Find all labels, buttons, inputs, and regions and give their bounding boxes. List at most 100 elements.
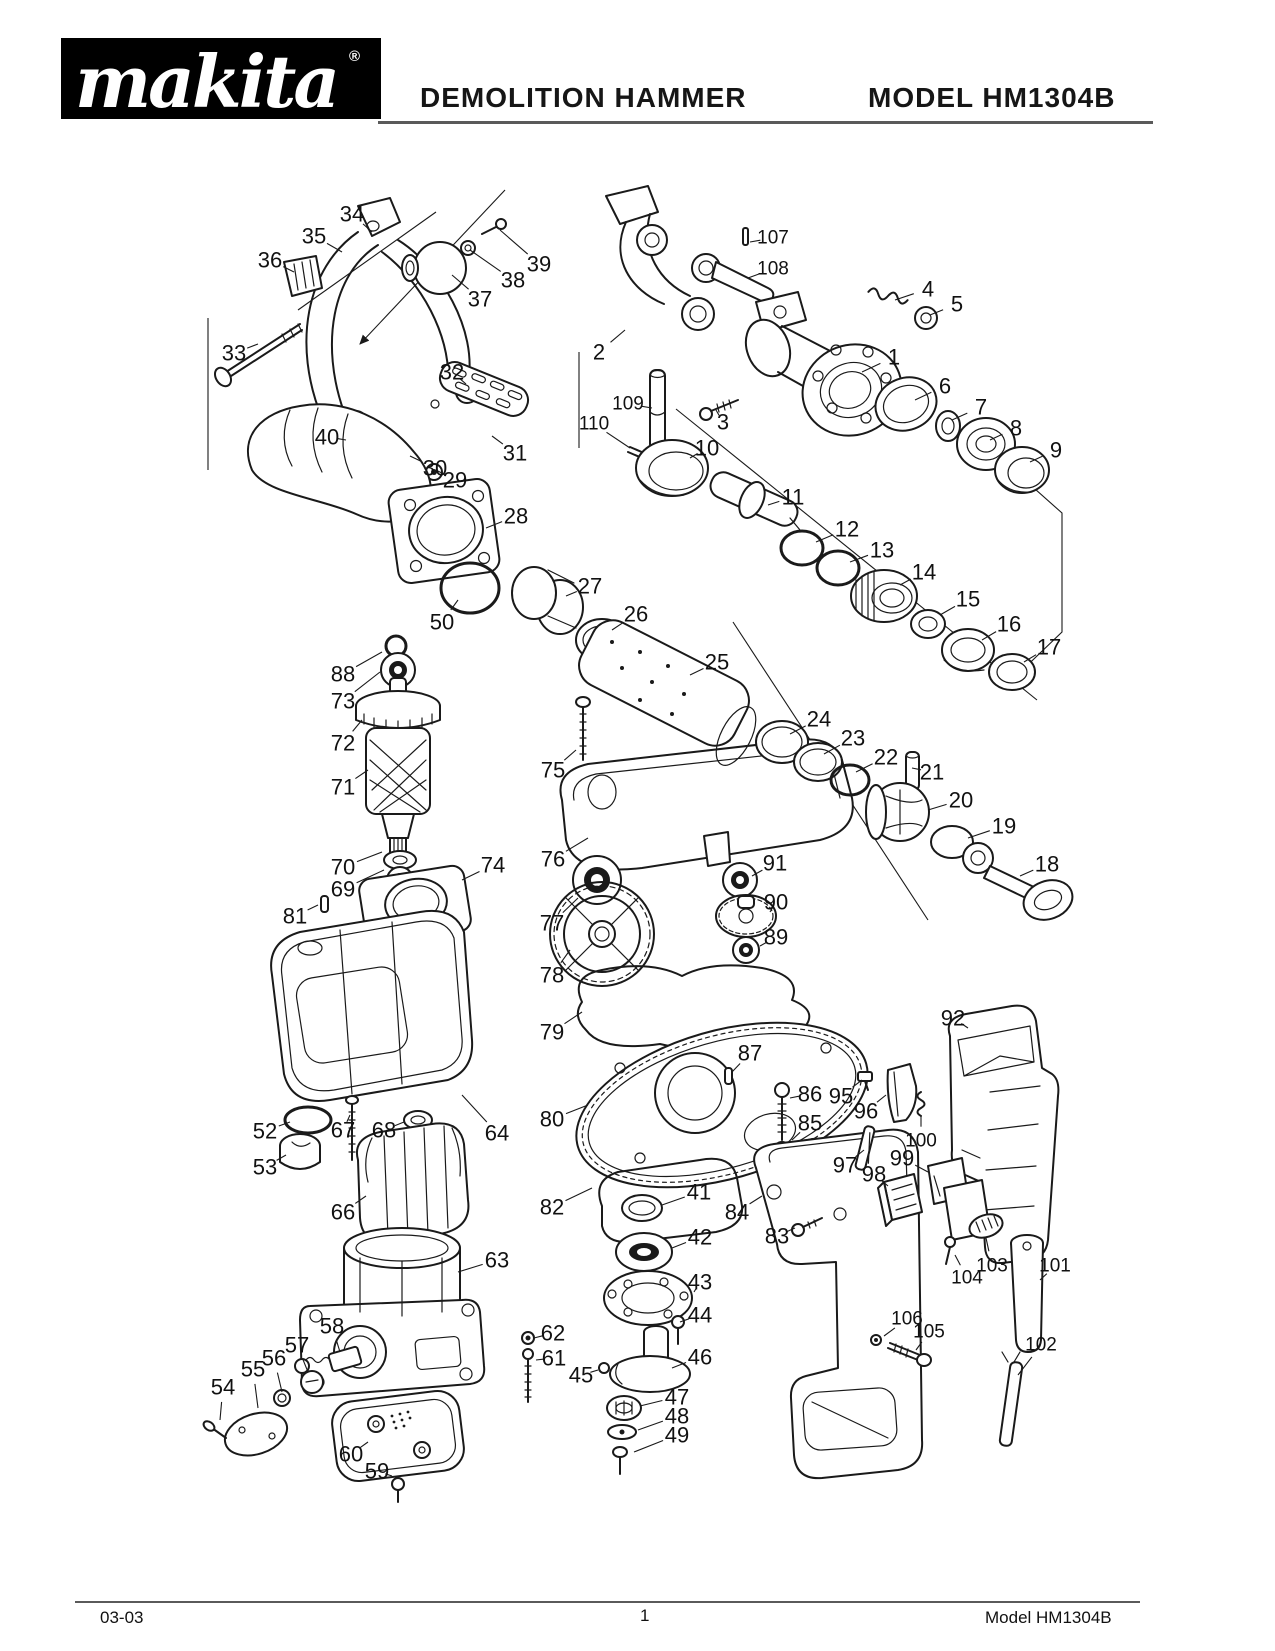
makita-logo: makita ® [61, 38, 381, 119]
part-label-101: 101 [1039, 1256, 1071, 1277]
part-108-link [691, 253, 775, 305]
part-33-bolt [213, 323, 303, 388]
leader-line-101 [1039, 1273, 1048, 1281]
part-label-81: 81 [283, 904, 307, 929]
part-label-62: 62 [541, 1321, 565, 1346]
part-label-15: 15 [956, 587, 980, 612]
leader-line-77 [562, 897, 579, 913]
part-label-9: 9 [1050, 438, 1062, 463]
leader-line-7 [951, 412, 968, 421]
part-62-washer [521, 1331, 535, 1345]
part-label-2: 2 [593, 340, 605, 365]
part-75-screw [575, 696, 591, 761]
part-label-102: 102 [1025, 1335, 1057, 1356]
leader-line-39 [499, 229, 529, 255]
part-label-13: 13 [870, 538, 894, 563]
part-label-3: 3 [717, 410, 729, 435]
part-label-36: 36 [258, 248, 282, 273]
part-label-46: 46 [688, 1345, 712, 1370]
part-label-44: 44 [688, 1303, 712, 1328]
leader-line-110 [606, 431, 631, 449]
part-label-95: 95 [829, 1084, 853, 1109]
leader-line-60 [360, 1441, 369, 1448]
part-label-110: 110 [579, 414, 609, 435]
part-label-69: 69 [331, 877, 355, 902]
part-45-pin [598, 1362, 610, 1374]
leader-line-42 [671, 1241, 687, 1249]
leader-line-63 [457, 1263, 483, 1273]
part-71-armature [365, 727, 431, 855]
leader-line-25 [689, 668, 704, 676]
makita-logo-text: makita [75, 39, 340, 124]
leader-line-37 [451, 274, 469, 290]
leader-line-45 [590, 1369, 599, 1373]
leader-line-102 [1017, 1356, 1033, 1376]
part-46-crank-shaft [609, 1325, 691, 1393]
part-31-grip [430, 361, 530, 417]
part-43-flange [603, 1270, 693, 1326]
leader-line-8 [989, 433, 1003, 441]
part-label-22: 22 [874, 745, 898, 770]
leader-line-84 [749, 1195, 763, 1205]
part-label-49: 49 [665, 1423, 689, 1448]
leader-line-89 [759, 941, 768, 947]
part-label-26: 26 [624, 602, 648, 627]
part-label-84: 84 [725, 1200, 749, 1225]
part-label-109: 109 [612, 394, 644, 415]
part-label-16: 16 [997, 612, 1021, 637]
leader-line-20 [927, 803, 947, 811]
part-53-brush-cap [279, 1133, 321, 1170]
part-label-34: 34 [340, 202, 364, 227]
part-2-change-lever [605, 185, 715, 331]
part-label-66: 66 [331, 1200, 355, 1225]
page-title: DEMOLITION HAMMER [420, 82, 747, 113]
part-label-19: 19 [992, 814, 1016, 839]
part-label-91: 91 [763, 851, 787, 876]
leader-line-58 [335, 1340, 341, 1353]
leader-line-82 [565, 1187, 593, 1202]
part-label-35: 35 [302, 224, 326, 249]
part-64-motor-housing [270, 910, 474, 1102]
leader-line-61 [535, 1358, 545, 1361]
part-label-24: 24 [807, 707, 831, 732]
part-48-washer [607, 1424, 637, 1440]
part-label-106: 106 [891, 1309, 923, 1330]
part-label-41: 41 [687, 1180, 711, 1205]
part-label-97: 97 [833, 1153, 857, 1178]
leader-line-72 [352, 719, 363, 732]
part-13-o-ring [815, 549, 861, 587]
part-52-o-ring [283, 1105, 333, 1135]
leader-line-16 [981, 631, 997, 641]
leader-line-12 [815, 534, 834, 543]
part-label-82: 82 [540, 1195, 564, 1220]
part-10-ring [635, 439, 709, 497]
part-label-32: 32 [440, 360, 464, 385]
part-label-14: 14 [912, 560, 936, 585]
part-label-72: 72 [331, 731, 355, 756]
part-label-17: 17 [1037, 635, 1061, 660]
leader-line-69 [356, 869, 385, 884]
part-82-gasket [598, 1157, 744, 1244]
part-36-cover [283, 255, 323, 297]
part-23-ring [793, 742, 843, 782]
leader-line-1 [861, 362, 881, 373]
leader-line-53 [276, 1154, 287, 1161]
leader-line-47 [639, 1399, 663, 1407]
leader-line-23 [823, 744, 841, 755]
leader-line-33 [247, 343, 259, 349]
part-label-39: 39 [527, 252, 551, 277]
part-label-80: 80 [540, 1107, 564, 1132]
part-59-screw [391, 1477, 405, 1503]
footer-date: 03-03 [100, 1608, 144, 1627]
part-label-68: 68 [372, 1118, 396, 1143]
part-label-29: 29 [443, 468, 467, 493]
leader-line-2 [610, 329, 626, 343]
leader-line-92 [960, 1023, 969, 1029]
part-label-7: 7 [975, 395, 987, 420]
leader-line-87 [731, 1063, 741, 1073]
part-81-pin [320, 895, 329, 913]
part-label-21: 21 [920, 760, 944, 785]
part-96-trigger [886, 1063, 918, 1123]
part-44-screw [671, 1315, 685, 1345]
footer-model: Model HM1304B [985, 1608, 1112, 1627]
